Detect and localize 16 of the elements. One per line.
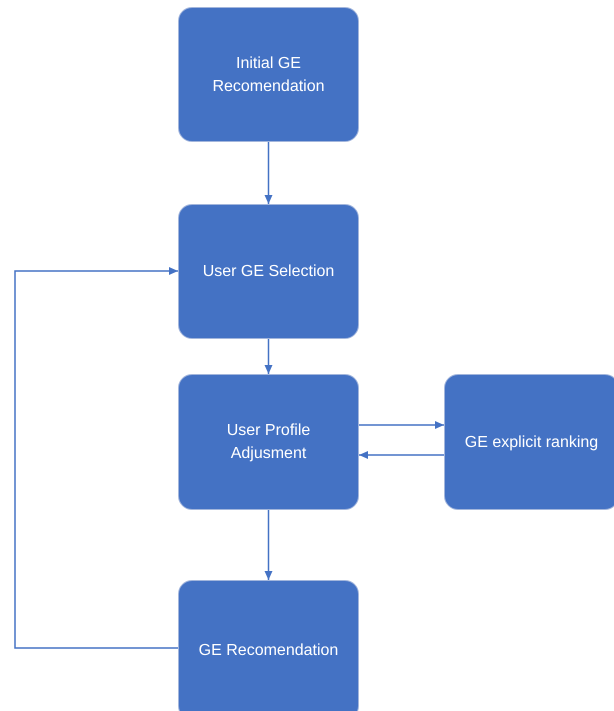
process-box [178,374,359,510]
arrow [264,339,272,374]
box-label: GE explicit ranking [464,432,598,452]
arrow [264,142,272,204]
box-label: GE Recomendation [198,640,338,660]
box-label: User Profile Adjusment [226,421,312,464]
arrow [359,421,444,429]
arrow [14,267,178,649]
box-label: User GE Selection [202,262,334,282]
arrow [264,510,272,580]
process-box [444,374,614,510]
process-box [178,7,359,142]
process-box [178,204,359,339]
arrow [359,451,444,459]
process-box [178,580,359,711]
box-label: Initial GE Recomendation [211,54,326,96]
